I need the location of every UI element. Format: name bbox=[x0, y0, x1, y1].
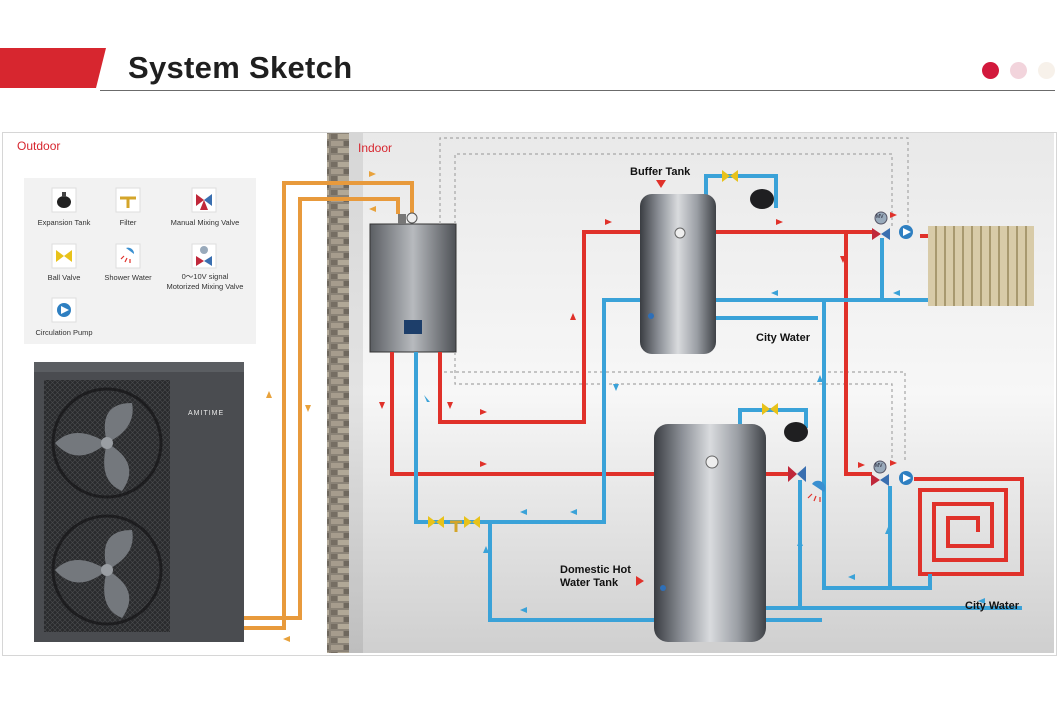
pager-dot-1[interactable] bbox=[982, 62, 999, 79]
manual-mixing-valve-icon bbox=[191, 187, 217, 213]
ball-valve-dhw bbox=[762, 403, 778, 415]
circulation-pump-icon bbox=[51, 297, 77, 323]
ball-valve-top bbox=[722, 170, 738, 182]
header-accent-band bbox=[0, 48, 106, 88]
flow-arrows-refrigerant bbox=[266, 171, 376, 642]
refrigerant-pipes bbox=[244, 181, 414, 630]
flow-arrows-red bbox=[379, 212, 897, 468]
ball-valve-icon bbox=[51, 243, 77, 269]
heat-pump-brand: AMITIME bbox=[188, 410, 225, 417]
mv-tag-upper: MV bbox=[876, 214, 884, 220]
pager-dot-3[interactable] bbox=[1038, 62, 1055, 79]
expansion-tank-icon bbox=[51, 187, 77, 213]
filter-icon bbox=[115, 187, 141, 213]
hot-pipes bbox=[390, 230, 1024, 576]
motorized-mixing-valve-upper bbox=[872, 211, 890, 240]
legend-label-motorized-mixing-valve-line1: 0～10V signal bbox=[181, 272, 229, 281]
ball-valves-return bbox=[428, 516, 480, 532]
radiator bbox=[928, 226, 1034, 306]
city-water-label-top: City Water bbox=[756, 332, 810, 344]
legend-label-filter: Filter bbox=[119, 218, 137, 227]
mv-tag-lower: MV bbox=[875, 463, 883, 469]
cold-pipes bbox=[414, 174, 1022, 622]
expansion-tank-upper bbox=[750, 189, 774, 209]
legend-label-ball-valve: Ball Valve bbox=[47, 273, 81, 282]
legend-label-manual-mixing-valve: Manual Mixing Valve bbox=[170, 218, 240, 227]
circulation-pump-lower bbox=[899, 471, 913, 485]
shower-water-icon bbox=[115, 243, 141, 269]
pager-dot-2[interactable] bbox=[1010, 62, 1027, 79]
motorized-mixing-valve-lower bbox=[871, 460, 889, 486]
circulation-pump-upper bbox=[899, 225, 913, 239]
domestic-tank-label-line2: Water Tank bbox=[560, 577, 619, 589]
outdoor-label: Outdoor bbox=[17, 139, 61, 153]
expansion-tank-lower bbox=[784, 422, 808, 442]
domestic-hot-water-tank bbox=[654, 424, 766, 642]
buffer-tank-label: Buffer Tank bbox=[630, 166, 691, 178]
legend-label-circulation-pump: Circulation Pump bbox=[35, 328, 93, 337]
flow-arrows-blue bbox=[424, 290, 985, 613]
shower-head bbox=[807, 480, 826, 502]
buffer-tank-marker bbox=[656, 180, 666, 188]
legend-label-motorized-mixing-valve-line2: Motorized Mixing Valve bbox=[166, 282, 244, 291]
stone-wall bbox=[327, 133, 349, 653]
page-title: System Sketch bbox=[128, 50, 353, 85]
signal-wires bbox=[439, 137, 909, 462]
city-water-label-bottom: City Water bbox=[965, 600, 1019, 612]
indoor-label: Indoor bbox=[358, 141, 393, 155]
buffer-tank bbox=[640, 194, 716, 354]
motorized-mixing-valve-icon bbox=[191, 243, 217, 269]
legend-label-expansion-tank: Expansion Tank bbox=[37, 218, 91, 227]
dhw-tank-marker bbox=[636, 576, 644, 586]
header-divider bbox=[100, 90, 1055, 91]
heat-pump-unit bbox=[34, 362, 244, 642]
manual-mixing-valve bbox=[788, 466, 806, 482]
indoor-control-unit bbox=[369, 212, 457, 353]
diagram-frame bbox=[2, 132, 1057, 656]
legend-label-shower-water: Shower Water bbox=[104, 273, 152, 282]
domestic-tank-label-line1: Domestic Hot bbox=[560, 564, 631, 576]
